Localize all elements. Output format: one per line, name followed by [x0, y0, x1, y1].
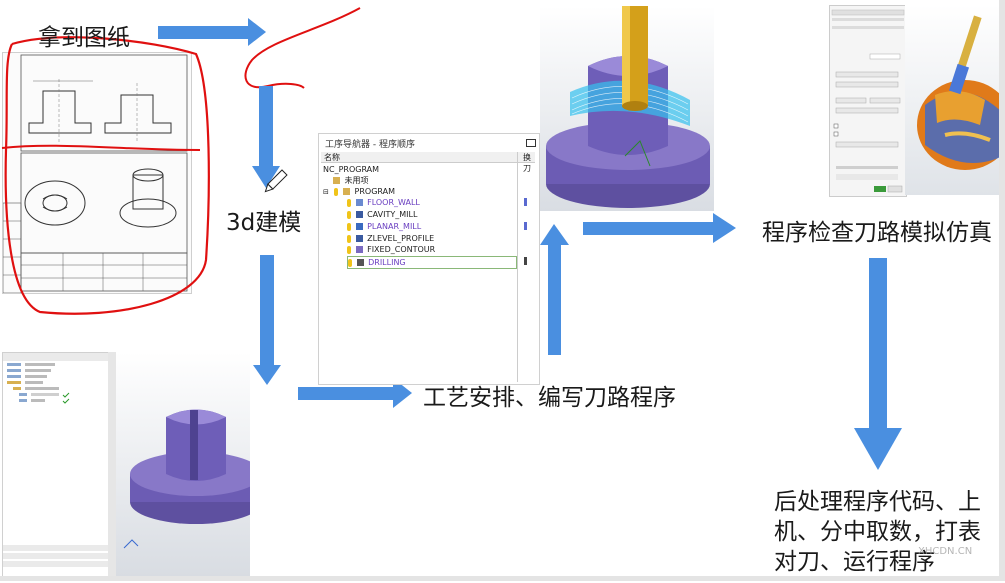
- step-process: 工艺安排、编写刀路程序: [423, 385, 676, 411]
- column-divider: [517, 152, 518, 382]
- tree-label: ZLEVEL_PROFILE: [367, 234, 435, 243]
- flow-arrow-1: [158, 18, 266, 46]
- step-check: 程序检查刀路模拟仿真: [762, 220, 992, 246]
- tree-row-nc-program[interactable]: NC_PROGRAM: [323, 164, 379, 175]
- red-highlight-loop: [4, 36, 210, 315]
- tree-row-zlevel-profile[interactable]: ZLEVEL_PROFILE: [347, 233, 434, 244]
- column-name[interactable]: 名称: [324, 153, 340, 162]
- simulation-render-view: [905, 5, 1005, 195]
- tree-label: NC_PROGRAM: [323, 165, 380, 174]
- folder-icon: [342, 188, 350, 195]
- modeling-part-navigator: [2, 352, 110, 580]
- key-icon: [347, 222, 351, 231]
- tree-label: CAVITY_MILL: [367, 210, 418, 219]
- red-scribble-line: [1, 144, 201, 151]
- tree-label: PROGRAM: [354, 187, 396, 196]
- operation-icon: [355, 246, 363, 253]
- key-icon: [334, 187, 339, 196]
- step-post-line2: 机、分中取数，打表: [774, 519, 981, 545]
- modeling-3d-view: [116, 352, 262, 578]
- operation-icon: [355, 211, 363, 218]
- folder-icon: [333, 177, 340, 184]
- step-post-line3: 对刀、运行程序: [774, 549, 935, 575]
- part-navigator-content: [3, 353, 109, 567]
- simulation-dialog-controls: [831, 9, 905, 193]
- key-icon: [347, 234, 351, 243]
- tree-row-planar-mill[interactable]: PLANAR_MILL: [347, 221, 421, 232]
- tree-row-drilling[interactable]: DRILLING: [347, 256, 517, 269]
- toolpath-render-image: [546, 6, 710, 208]
- key-icon: [347, 210, 351, 219]
- tree-row-program[interactable]: ⊟ PROGRAM: [323, 186, 395, 197]
- collapse-icon[interactable]: ⊟: [323, 188, 329, 196]
- engineering-drawing-image: [2, 54, 188, 294]
- flow-arrow-4: [298, 378, 412, 408]
- flow-arrow-7: [854, 258, 902, 470]
- flow-arrow-3: [253, 255, 281, 385]
- step-get-drawing: 拿到图纸: [38, 25, 130, 51]
- tree-row-unused[interactable]: 未用项: [333, 175, 369, 186]
- key-icon: [347, 245, 351, 254]
- flow-arrow-2: [252, 86, 280, 188]
- part-model-image: [123, 409, 262, 549]
- tree-label: DRILLING: [368, 258, 406, 267]
- operation-icon: [355, 223, 363, 230]
- operation-navigator-panel: 工序导航器 - 程序顺序 名称 换刀 NC_PROGRAM 未用项 ⊟ PROG…: [318, 133, 540, 385]
- column-tool-change[interactable]: 换刀: [523, 153, 531, 173]
- red-scribble-curve: [244, 7, 361, 89]
- watermark: XHCDN.CN: [918, 546, 973, 557]
- tree-row-cavity-mill[interactable]: CAVITY_MILL: [347, 209, 417, 220]
- flow-arrow-5: [540, 224, 569, 355]
- operation-icon: [355, 199, 363, 206]
- tree-label: 未用项: [344, 176, 369, 185]
- tree-label: FIXED_CONTOUR: [367, 245, 436, 254]
- tool-change-icon: [524, 198, 527, 206]
- step-post-line1: 后处理程序代码、上: [774, 489, 981, 515]
- tool-change-icon: [524, 257, 527, 265]
- step-modeling: 3d建模: [226, 210, 302, 236]
- drawing-thumbnail: [2, 52, 192, 294]
- key-icon: [347, 198, 351, 207]
- bottom-edge-bar: [0, 576, 1005, 581]
- maximize-icon[interactable]: [526, 139, 536, 147]
- tree-row-fixed-contour[interactable]: FIXED_CONTOUR: [347, 244, 435, 255]
- flow-arrow-6: [583, 213, 736, 243]
- simulation-render-image: [917, 15, 1005, 170]
- operation-icon: [356, 259, 364, 266]
- navigator-title: 工序导航器 - 程序顺序: [325, 140, 415, 150]
- right-edge-bar: [999, 0, 1005, 581]
- tool-change-icon: [524, 222, 527, 230]
- navigator-header: 名称 换刀: [321, 152, 535, 173]
- pencil-cursor-icon: [264, 169, 288, 193]
- toolpath-render-view: [540, 6, 714, 211]
- key-icon: [348, 258, 352, 267]
- operation-icon: [355, 235, 363, 242]
- simulation-dialog: [829, 5, 907, 197]
- tree-label: PLANAR_MILL: [367, 222, 422, 231]
- tree-row-floor-wall[interactable]: FLOOR_WALL: [347, 197, 420, 208]
- tree-label: FLOOR_WALL: [367, 198, 420, 207]
